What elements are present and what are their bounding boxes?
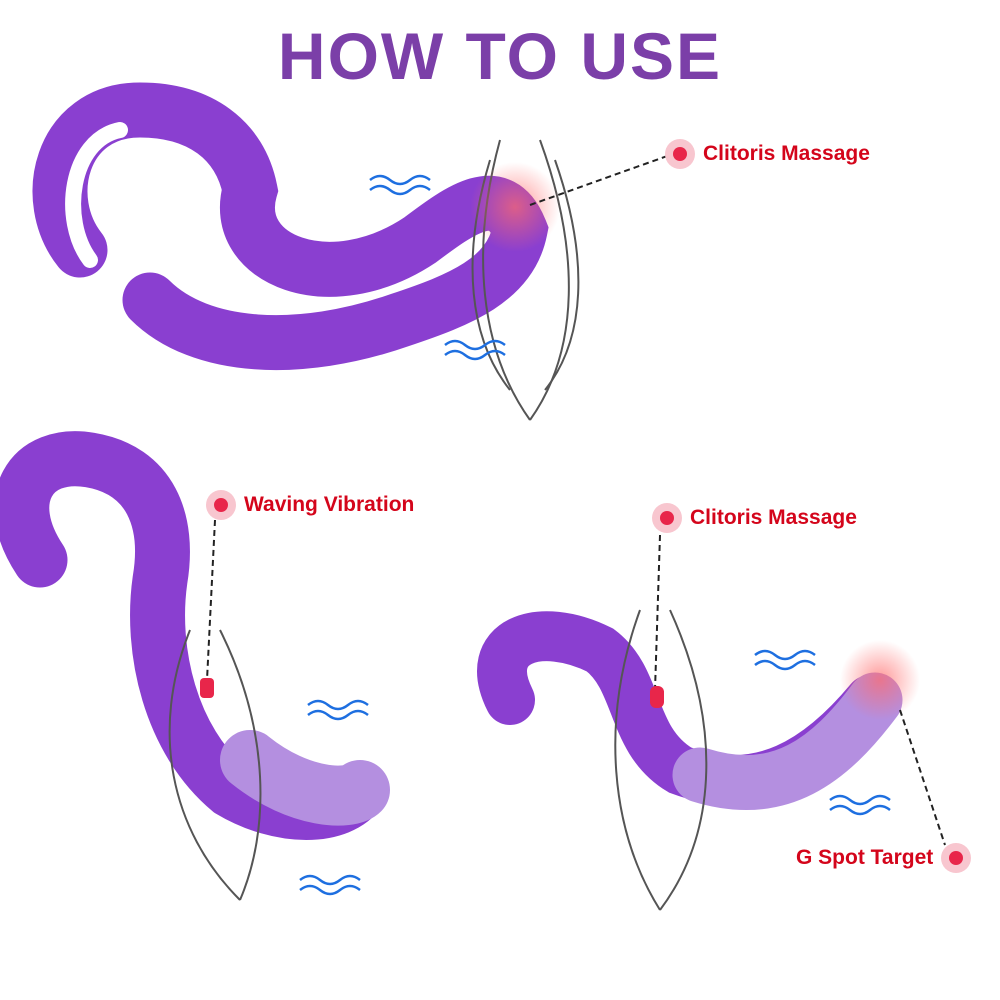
product-top xyxy=(32,82,549,371)
target-dot-icon xyxy=(206,490,236,520)
label-clitoris-massage-top: Clitoris Massage xyxy=(665,139,870,169)
vibration-waves xyxy=(299,174,891,896)
target-dot-icon xyxy=(652,503,682,533)
label-waving-vibration: Waving Vibration xyxy=(206,490,414,520)
anatomy-outline-left xyxy=(168,629,262,901)
target-dot-icon xyxy=(941,843,972,873)
page-title: HOW TO USE xyxy=(277,19,723,93)
product-left xyxy=(0,431,390,840)
target-dot-icon xyxy=(665,139,695,169)
anatomy-outline-right xyxy=(614,609,708,911)
target-glow xyxy=(470,162,560,252)
label-clitoris-massage-right: Clitoris Massage xyxy=(652,503,857,533)
label-g-spot-target: G Spot Target xyxy=(796,843,972,873)
product-right xyxy=(477,611,903,811)
